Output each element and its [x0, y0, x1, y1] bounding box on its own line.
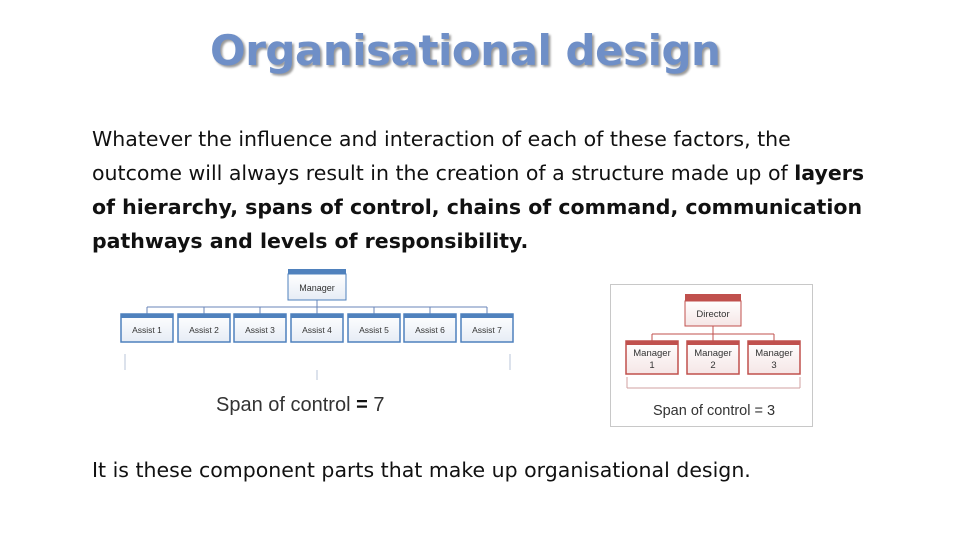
- manager-box: Manager 3: [747, 340, 801, 375]
- body-paragraph: Whatever the influence and interaction o…: [92, 122, 882, 258]
- manager-label: Manager: [299, 283, 335, 293]
- manager-number: 1: [649, 360, 654, 371]
- assist-label: Assist 3: [245, 325, 275, 335]
- assist-box: Assist 1: [120, 313, 174, 343]
- body-text-bold: layers of hierarchy, spans of control, c…: [92, 161, 865, 253]
- span-of-control-7-diagram: Manager Assist 1 Assist 2 Assist 3 Assis…: [120, 269, 514, 416]
- assist-label: Assist 4: [302, 325, 332, 335]
- assist-label: Assist 5: [359, 325, 389, 335]
- manager-number: 2: [710, 360, 715, 371]
- assist-box: Assist 2: [177, 313, 231, 343]
- span-caption-right: Span of control = 3: [653, 403, 775, 419]
- connector-lines: [146, 300, 488, 314]
- manager-label: Manager: [755, 348, 793, 359]
- assist-box: Assist 3: [233, 313, 287, 343]
- assist-label: Assist 2: [189, 325, 219, 335]
- slide-title: Organisational design: [210, 26, 721, 75]
- span-bracket: [626, 377, 801, 389]
- manager-label: Manager: [633, 348, 671, 359]
- assist-box: Assist 6: [403, 313, 457, 343]
- manager-box: Manager: [287, 269, 347, 301]
- assist-label: Assist 1: [132, 325, 162, 335]
- assist-box: Assist 4: [290, 313, 344, 343]
- assist-label: Assist 6: [415, 325, 445, 335]
- body-text-normal: Whatever the influence and interaction o…: [92, 127, 795, 185]
- manager-box: Manager 2: [686, 340, 740, 375]
- director-box: Director: [684, 294, 742, 327]
- director-label: Director: [696, 309, 729, 320]
- span-caption-left: Span of control = 7: [216, 394, 384, 416]
- span-bracket: [124, 354, 511, 380]
- footer-text: It is these component parts that make up…: [92, 458, 751, 482]
- assist-box: Assist 5: [347, 313, 401, 343]
- manager-number: 3: [771, 360, 776, 371]
- manager-label: Manager: [694, 348, 732, 359]
- assist-box: Assist 7: [460, 313, 514, 343]
- connector-lines: [651, 326, 775, 341]
- manager-box: Manager 1: [625, 340, 679, 375]
- assist-label: Assist 7: [472, 325, 502, 335]
- span-of-control-3-diagram: Director Manager 1 Manager 2 Manager 3 S…: [610, 284, 813, 427]
